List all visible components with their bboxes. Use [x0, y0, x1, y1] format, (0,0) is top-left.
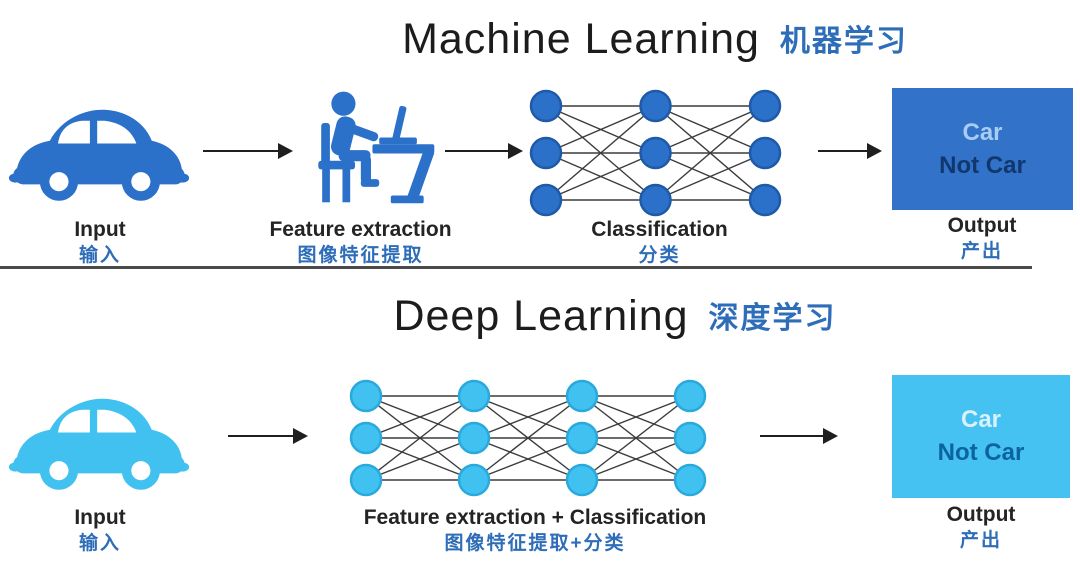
ml-output-box: Car Not Car [892, 88, 1073, 210]
dl-output-label: Output 产出 [890, 503, 1072, 553]
classification-label-zh: 分类 [638, 245, 681, 267]
classification-label-en: Classification [591, 218, 728, 241]
arrow-icon [445, 143, 523, 159]
ml-output-label: Output 产出 [890, 214, 1074, 264]
output-notcar-label: Not Car [939, 151, 1026, 179]
input-label-zh: 输入 [78, 245, 121, 267]
output-notcar-label: Not Car [937, 439, 1025, 466]
feature-label-en: Feature extraction [269, 218, 452, 241]
neural-network-dl [349, 379, 707, 497]
output-label-en: Output [947, 214, 1017, 237]
output-car-label: Car [960, 406, 1002, 433]
input-label-en: Input [74, 218, 126, 241]
feature-label-zh: 图像特征提取 [297, 245, 424, 267]
input-label-en: Input [74, 506, 126, 529]
arrow-icon [818, 143, 882, 159]
dl-title-en: Deep Learning [393, 292, 689, 340]
ml-title-en: Machine Learning [402, 15, 760, 63]
feature-classification-label-zh: 图像特征提取+分类 [444, 533, 626, 555]
arrow-icon [228, 428, 308, 444]
machine-learning-title: Machine Learning 机器学习 [230, 18, 1080, 61]
dl-feature-label: Feature extraction + Classification 图像特征… [325, 506, 745, 556]
car-icon [8, 398, 190, 490]
dl-title-zh: 深度学习 [708, 302, 837, 335]
person-at-desk-icon [318, 91, 435, 204]
section-divider [0, 266, 1032, 269]
output-label-zh: 产出 [959, 530, 1002, 552]
arrow-icon [203, 143, 293, 159]
ml-feature-label: Feature extraction 图像特征提取 [253, 218, 468, 268]
ml-input-label: Input 输入 [10, 218, 190, 268]
neural-network-ml [529, 89, 782, 217]
input-label-zh: 输入 [78, 533, 121, 555]
ml-classification-label: Classification 分类 [552, 218, 767, 268]
arrow-icon [760, 428, 838, 444]
output-label-en: Output [946, 503, 1016, 526]
car-icon [8, 109, 190, 201]
dl-output-box: Car Not Car [892, 375, 1070, 498]
output-label-zh: 产出 [960, 241, 1003, 263]
dl-input-label: Input 输入 [10, 506, 190, 556]
ml-title-zh: 机器学习 [779, 25, 908, 58]
output-car-label: Car [962, 118, 1003, 146]
deep-learning-title: Deep Learning 深度学习 [150, 295, 1080, 338]
feature-classification-label-en: Feature extraction + Classification [363, 506, 707, 529]
